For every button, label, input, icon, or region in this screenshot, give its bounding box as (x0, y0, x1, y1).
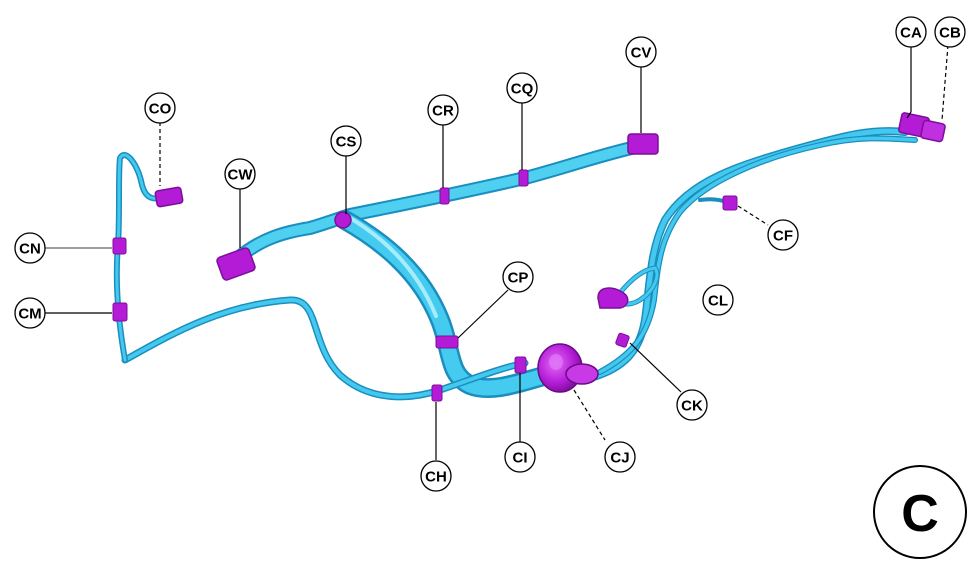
main-trunk (337, 212, 568, 396)
callout-cr-circle (427, 94, 459, 126)
clip-cn (112, 237, 127, 255)
connector-cl (597, 287, 629, 309)
callout-cs-circle (330, 125, 362, 157)
callout-cq: CQ (511, 81, 534, 98)
connector-cf (722, 195, 738, 211)
callout-cj-circle (604, 441, 636, 473)
callout-co-circle (144, 92, 176, 124)
callout-cm: CM (18, 306, 41, 323)
connector-cw (216, 247, 256, 281)
connector-co (154, 186, 184, 208)
view-label-text: C (901, 485, 939, 543)
callout-cf-circle (767, 219, 799, 251)
callout-ck-circle (676, 389, 708, 421)
left-branch (123, 297, 527, 399)
callout-ch-circle (420, 460, 452, 492)
callout-ca-circle (895, 16, 927, 48)
callout-ch: CH (425, 469, 447, 486)
callout-labels: CA CB CV CQ CR CS CO CW CN CM CF CP CL C… (18, 25, 961, 486)
callout-ck: CK (681, 398, 703, 415)
clip-ci (514, 356, 527, 374)
callout-ca: CA (900, 25, 922, 42)
clip-ck (615, 332, 630, 348)
clip-cr (439, 187, 450, 205)
callout-ci-circle (504, 441, 536, 473)
callout-ci: CI (513, 450, 528, 467)
callout-cr: CR (432, 103, 454, 120)
callout-cm-circle (14, 297, 46, 329)
clip-cq (518, 169, 529, 187)
callout-cp: CP (508, 270, 529, 287)
grommet-cj (537, 343, 599, 393)
callout-cn-circle (14, 232, 46, 264)
clip-cm (112, 302, 128, 322)
right-bundle-outline-b (597, 135, 918, 375)
callouts (14, 16, 966, 492)
callout-cw-circle (224, 158, 256, 190)
view-label: C (873, 465, 967, 559)
callout-cb-circle (934, 16, 966, 48)
view-label-circle (873, 465, 967, 559)
connector-cv (627, 133, 659, 155)
callout-cj: CJ (610, 450, 629, 467)
main-trunk-highlight (343, 213, 438, 318)
callout-cb: CB (939, 25, 961, 42)
upper-trunk (233, 141, 645, 263)
callout-cl: CL (708, 293, 728, 310)
callout-cw: CW (228, 167, 254, 184)
callout-cq-circle (506, 72, 538, 104)
callout-cs: CS (336, 134, 357, 151)
callout-cp-circle (502, 261, 534, 293)
junction-cs (334, 211, 352, 229)
co-branch (115, 153, 167, 362)
callout-cl-circle (702, 284, 734, 316)
callout-cn: CN (19, 241, 41, 258)
clip-cp (435, 335, 459, 349)
callout-co: CO (149, 101, 172, 118)
right-bundle-b (598, 136, 917, 374)
clip-ch (431, 384, 443, 402)
callout-cf: CF (773, 228, 793, 245)
callout-cv-circle (625, 36, 657, 68)
connectors (112, 112, 946, 402)
callout-cv: CV (631, 45, 652, 62)
leader-lines (45, 44, 949, 460)
connector-ca-cb (898, 112, 946, 143)
